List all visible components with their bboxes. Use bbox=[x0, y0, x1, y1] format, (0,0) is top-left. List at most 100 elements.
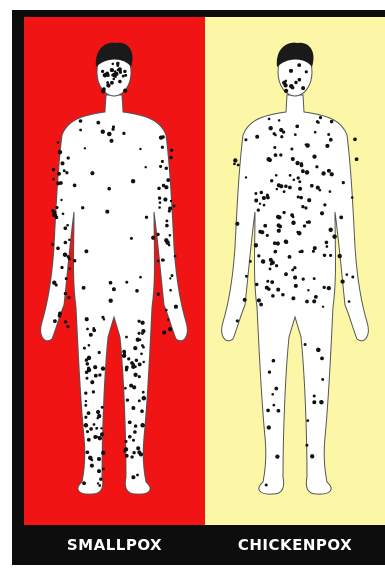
rash-spot bbox=[282, 130, 285, 133]
rash-spot bbox=[112, 78, 115, 81]
rash-spot bbox=[90, 171, 94, 175]
rash-spot bbox=[97, 469, 101, 473]
rash-spot bbox=[305, 171, 309, 175]
rash-spot bbox=[297, 176, 300, 179]
rash-spot bbox=[259, 203, 261, 205]
rash-spot bbox=[96, 121, 100, 125]
rash-spot bbox=[131, 179, 135, 183]
rash-spot bbox=[297, 195, 300, 198]
body-silhouette bbox=[222, 95, 369, 494]
rash-spot bbox=[266, 234, 269, 237]
rash-spot bbox=[136, 338, 140, 342]
rash-spot bbox=[52, 281, 56, 285]
rash-spot bbox=[89, 333, 93, 337]
rash-spot bbox=[305, 444, 308, 447]
rash-spot bbox=[277, 229, 281, 233]
rash-spot bbox=[142, 396, 147, 401]
rash-spot bbox=[157, 260, 160, 263]
rash-spot bbox=[85, 358, 88, 361]
rash-spot bbox=[111, 74, 114, 77]
rash-spot bbox=[164, 238, 168, 242]
rash-spot bbox=[293, 266, 296, 269]
rash-spot bbox=[139, 276, 142, 279]
rash-spot bbox=[276, 188, 278, 190]
chickenpox-panel bbox=[205, 17, 385, 525]
rash-spot bbox=[265, 483, 268, 486]
rash-spot bbox=[133, 373, 137, 377]
rash-spot bbox=[109, 299, 113, 303]
rash-spot bbox=[269, 268, 272, 271]
rash-spot bbox=[142, 391, 145, 394]
rash-spot bbox=[263, 204, 266, 207]
rash-spot bbox=[330, 172, 334, 176]
rash-spot bbox=[284, 184, 288, 188]
caption-bar: SMALLPOX CHICKENPOX bbox=[12, 525, 385, 565]
rash-spot bbox=[86, 377, 89, 380]
rash-spot bbox=[295, 161, 299, 165]
rash-spot bbox=[79, 119, 83, 123]
rash-spot bbox=[162, 330, 166, 334]
rash-spot bbox=[327, 286, 331, 290]
rash-spot bbox=[341, 280, 345, 284]
rash-spot bbox=[101, 130, 105, 134]
rash-spot bbox=[289, 69, 293, 73]
rash-spot bbox=[161, 135, 164, 138]
rash-spot bbox=[136, 474, 139, 477]
rash-spot bbox=[58, 150, 63, 155]
rash-spot bbox=[84, 249, 88, 253]
rash-spot bbox=[59, 181, 63, 185]
rash-spot bbox=[73, 259, 76, 262]
rash-spot bbox=[314, 295, 318, 299]
rash-spot bbox=[245, 275, 248, 278]
rash-spot bbox=[85, 317, 89, 321]
rash-spot bbox=[128, 435, 132, 439]
rash-spot bbox=[165, 167, 168, 170]
rash-spot bbox=[338, 254, 342, 258]
rash-spot bbox=[68, 267, 71, 270]
rash-spot bbox=[93, 365, 97, 369]
rash-spot bbox=[329, 190, 332, 193]
rash-spot bbox=[298, 180, 301, 183]
rash-spot bbox=[161, 160, 164, 163]
rash-spot bbox=[312, 299, 316, 303]
rash-spot bbox=[63, 252, 68, 257]
rash-spot bbox=[174, 255, 177, 258]
rash-spot bbox=[132, 451, 135, 454]
rash-spot bbox=[65, 277, 68, 280]
rash-spot bbox=[140, 409, 144, 413]
rash-spot bbox=[157, 293, 160, 296]
rash-spot bbox=[168, 327, 172, 331]
rash-spot bbox=[353, 138, 357, 142]
rash-spot bbox=[89, 427, 93, 431]
rash-spot bbox=[276, 288, 280, 292]
rash-spot bbox=[294, 133, 297, 136]
rash-spot bbox=[63, 169, 66, 172]
rash-spot bbox=[312, 154, 316, 158]
rash-spot bbox=[268, 118, 271, 121]
rash-spot bbox=[293, 275, 297, 279]
rash-spot bbox=[110, 81, 114, 85]
rash-spot bbox=[277, 215, 281, 219]
rash-spot bbox=[270, 179, 273, 182]
rash-spot bbox=[123, 450, 125, 452]
rash-spot bbox=[93, 423, 96, 426]
rash-spot bbox=[107, 132, 112, 137]
rash-spot bbox=[133, 363, 136, 366]
rash-spot bbox=[66, 325, 69, 328]
rash-spot bbox=[73, 184, 77, 188]
rash-spot bbox=[67, 156, 70, 159]
rash-spot bbox=[327, 133, 330, 136]
rash-spot bbox=[65, 171, 68, 174]
rash-spot bbox=[257, 254, 260, 257]
rash-spot bbox=[125, 336, 128, 339]
rash-spot bbox=[330, 120, 333, 123]
rash-spot bbox=[98, 484, 101, 487]
rash-spot bbox=[135, 359, 138, 362]
rash-spot bbox=[66, 224, 69, 227]
rash-spot bbox=[302, 278, 305, 281]
rash-spot bbox=[301, 169, 305, 173]
rash-spot bbox=[351, 276, 354, 279]
rash-spot bbox=[86, 450, 90, 454]
rash-spot bbox=[132, 385, 136, 389]
